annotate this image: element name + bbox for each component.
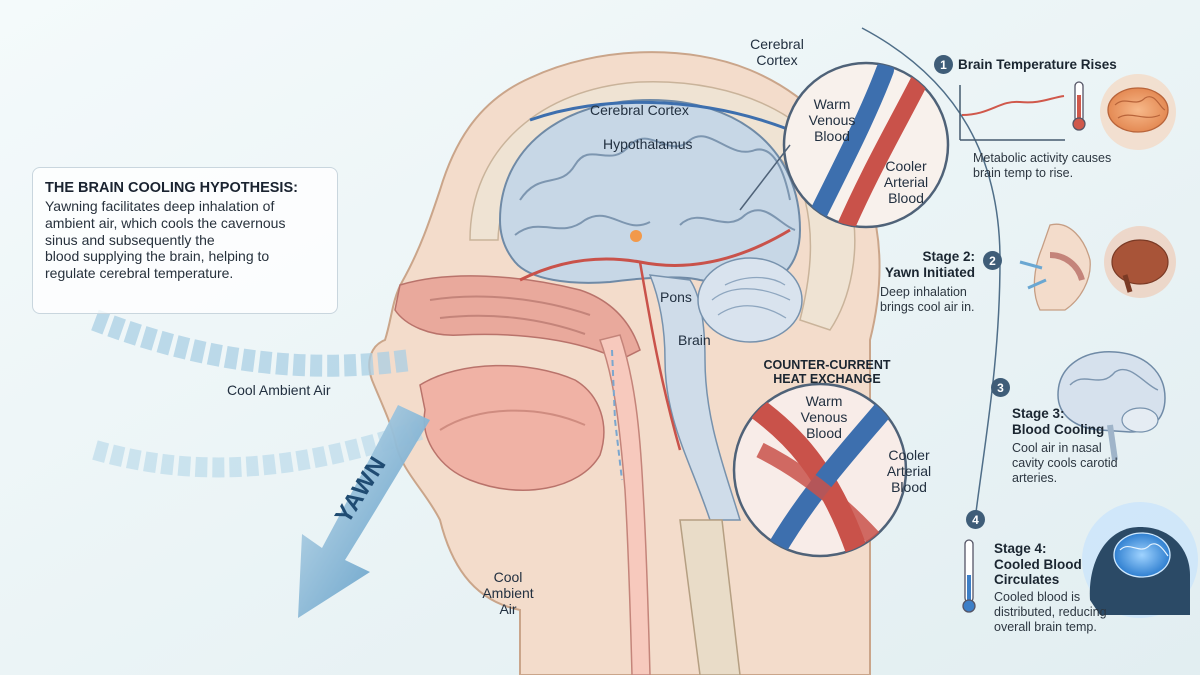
- spinal-column: [679, 519, 741, 675]
- counter-current-title: COUNTER-CURRENT HEAT EXCHANGE: [762, 358, 892, 387]
- thermometer-icon-cool: [962, 539, 976, 613]
- label-line: Blood: [891, 479, 927, 496]
- stage-2-desc: Deep inhalation brings cool air in.: [880, 285, 975, 315]
- desc-line: brain temp to rise.: [973, 166, 1074, 180]
- stage-3-desc: Cool air in nasal cavity cools carotid a…: [1012, 441, 1118, 486]
- stage-4-title: Stage 4: Cooled Blood Circulates: [994, 541, 1082, 588]
- inset-bottom-warm-label: Warm Venous Blood: [796, 393, 852, 441]
- label-line: HEAT EXCHANGE: [773, 372, 881, 387]
- desc-line: cavity cools carotid: [1012, 456, 1118, 470]
- label-cerebral-cortex-outer: Cerebral Cortex: [747, 36, 807, 68]
- stage1-mini-chart: [959, 85, 1065, 141]
- label-line: Cooler: [888, 447, 930, 463]
- label-hypothalamus: Hypothalamus: [603, 136, 693, 152]
- label-pons: Pons: [660, 289, 692, 305]
- label-line: Cerebral: [750, 36, 804, 52]
- temperature-curve: [961, 95, 1065, 116]
- oral-cavity: [419, 364, 605, 491]
- desc-line: arteries.: [1012, 471, 1058, 485]
- label-brain: Brain: [678, 332, 711, 348]
- inset-top-cool-label: Cooler Arterial Blood: [878, 158, 934, 206]
- label-line: COUNTER-CURRENT: [763, 358, 891, 372]
- title-line: Stage 4:: [994, 541, 1047, 556]
- hypothalamus-marker: [630, 230, 642, 242]
- hypothesis-title: THE BRAIN COOLING HYPOTHESIS:: [45, 180, 298, 196]
- label-line: Air: [499, 601, 517, 618]
- inset-top-magnifier: [739, 61, 950, 229]
- label-line: Warm: [805, 393, 843, 409]
- brain-dark-icon: [1104, 226, 1176, 298]
- stage-4-desc: Cooled blood is distributed, reducing ov…: [994, 590, 1107, 635]
- brain-cool-icon: [1082, 502, 1198, 618]
- label-line: Venous: [800, 409, 848, 426]
- brain-warm-icon: [1100, 74, 1176, 150]
- brain-section-icon: [1057, 351, 1166, 461]
- thermometer-icon: [1072, 81, 1086, 131]
- desc-line: brings cool air in.: [880, 300, 975, 314]
- desc-line: Deep inhalation: [880, 285, 967, 299]
- label-cerebral-cortex: Cerebral Cortex: [590, 102, 689, 118]
- nose-icon: [1019, 223, 1091, 311]
- label-line: Venous: [808, 112, 856, 129]
- label-line: Blood: [814, 128, 850, 145]
- label-line: Cooler: [885, 158, 927, 174]
- label-line: Cortex: [756, 52, 798, 69]
- stage-4-badge: 4: [966, 510, 985, 529]
- label-cool-air-bottom: Cool Ambient Air: [478, 569, 538, 617]
- desc-line: Metabolic activity causes: [973, 151, 1112, 165]
- stage-3-title: Stage 3: Blood Cooling: [1012, 406, 1104, 437]
- desc-line: Cooled blood is: [994, 590, 1081, 604]
- hypothesis-line: Yawning facilitates deep inhalation of: [45, 198, 275, 214]
- stage-2-title: Stage 2: Yawn Initiated: [875, 249, 975, 280]
- stage-1-title: Brain Temperature Rises: [958, 57, 1117, 72]
- title-line: Stage 3:: [1012, 406, 1065, 421]
- brainstem: [648, 274, 742, 521]
- hypothesis-line: blood supplying the brain, helping to: [45, 248, 270, 265]
- stage-2-badge: 2: [983, 251, 1002, 270]
- title-line: Stage 2:: [922, 249, 975, 264]
- label-line: Cool: [493, 569, 523, 585]
- label-line: Blood: [888, 190, 924, 207]
- hypothesis-line: ambient air, which cools the cavernous: [45, 214, 286, 231]
- airway: [599, 334, 651, 675]
- inset-bottom-cool-label: Cooler Arterial Blood: [878, 447, 940, 495]
- hypothesis-box: THE BRAIN COOLING HYPOTHESIS: Yawning fa…: [32, 167, 338, 314]
- desc-line: Cool air in nasal: [1012, 441, 1102, 455]
- label-line: Blood: [806, 425, 842, 442]
- desc-line: distributed, reducing: [994, 605, 1107, 619]
- carotid-artery: [529, 100, 791, 132]
- title-line: Circulates: [994, 572, 1060, 588]
- cerebellum: [697, 257, 803, 343]
- cool-air-stream: [91, 309, 424, 478]
- stage-3-badge: 3: [991, 378, 1010, 397]
- label-line: Arterial: [883, 174, 929, 191]
- label-cool-air-top: Cool Ambient Air: [227, 382, 331, 398]
- stage-1-badge: 1: [934, 55, 953, 74]
- title-line: Cooled Blood: [994, 556, 1082, 572]
- yawn-arrow: [298, 405, 430, 618]
- title-line: Blood Cooling: [1012, 421, 1105, 437]
- desc-line: overall brain temp.: [994, 620, 1097, 634]
- label-line: Arterial: [886, 463, 932, 480]
- hypothesis-line: regulate cerebral temperature.: [45, 265, 234, 282]
- stage-1-desc: Metabolic activity causes brain temp to …: [973, 151, 1111, 181]
- title-line: Yawn Initiated: [884, 264, 975, 280]
- inset-bottom-magnifier: [732, 382, 908, 558]
- label-line: Warm: [813, 96, 851, 112]
- inset-top-warm-label: Warm Venous Blood: [805, 96, 859, 144]
- hypothesis-line: sinus and subsequently the: [45, 231, 215, 248]
- label-line: Ambient: [482, 585, 534, 602]
